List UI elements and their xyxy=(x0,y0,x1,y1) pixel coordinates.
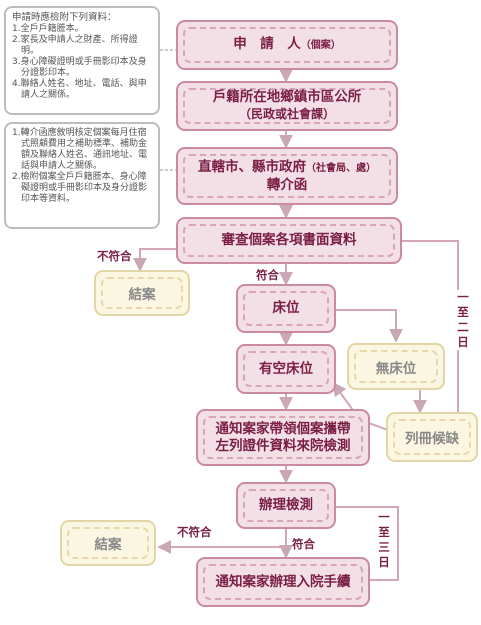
required-documents-note: 申請時應檢附下列資料： 1.全戶戶籍謄本。 2.家長及申請人之財產、所得證明。 … xyxy=(4,6,160,115)
step-applicant-sub: （個案） xyxy=(300,40,341,51)
label-not-qualified-1: 不符合 xyxy=(97,249,132,263)
step-review-documents: 審查個案各項書面資料 xyxy=(176,217,402,264)
outcome-no-bed-label: 無床位 xyxy=(354,350,438,383)
label-not-qualified-2: 不符合 xyxy=(177,525,212,539)
period-text: 一至二日 xyxy=(457,290,469,349)
period-text: 一至三日 xyxy=(378,510,390,569)
step-bed-label: 床位 xyxy=(243,291,329,326)
step-city-government-sub: （社會局、處） xyxy=(306,162,376,174)
outcome-close-case-2: 結案 xyxy=(60,520,156,566)
step-district-office-label: 戶籍所在地鄉鎮市區公所 xyxy=(212,89,362,105)
step-bed-available: 有空床位 xyxy=(236,344,336,394)
outcome-close-case-1-label: 結案 xyxy=(101,277,183,309)
label-one-to-two-days: 一至二日 xyxy=(456,290,470,350)
step-applicant-label: 申 請 人 xyxy=(233,36,301,52)
label-qualified-2: 符合 xyxy=(292,537,315,551)
step-city-government-line2: 轉介函 xyxy=(266,176,308,193)
note-item: 2.家長及申請人之財產、所得證明。 xyxy=(12,35,138,56)
outcome-no-bed: 無床位 xyxy=(347,343,445,390)
step-notify-admission-label: 通知案家辦理入院手續 xyxy=(203,564,363,600)
note-item: 1.全戶戶籍謄本。 xyxy=(12,24,84,34)
note-item: 1.轉介函應敘明核定個案每月住宿式照顧費用之補助標準、補助金額及聯絡人姓名、通訊… xyxy=(12,128,148,171)
step-assessment-label: 辦理檢測 xyxy=(243,489,329,522)
outcome-close-case-2-label: 結案 xyxy=(67,527,149,559)
step-review-documents-label: 審查個案各項書面資料 xyxy=(183,224,395,257)
note-item: 3.身心障礙證明或手冊影印本及身分證影印本。 xyxy=(12,57,147,78)
step-city-government-label: 直轄市、縣市政府 xyxy=(198,158,306,175)
step-bed: 床位 xyxy=(236,284,336,333)
step-notify-visit-line1: 通知案家帶領個案攜帶 xyxy=(215,420,351,437)
step-bed-available-label: 有空床位 xyxy=(243,351,329,387)
note-title: 申請時應檢附下列資料： xyxy=(12,12,117,23)
outcome-waitlist-label: 列冊候缺 xyxy=(393,419,471,455)
step-notify-visit-line2: 左列證件資料來院檢測 xyxy=(215,437,351,454)
outcome-close-case-1: 結案 xyxy=(94,270,190,316)
label-one-to-three-days: 一至三日 xyxy=(377,510,391,570)
step-notify-admission: 通知案家辦理入院手續 xyxy=(196,557,370,607)
step-district-office-sub: （民政或社會課） xyxy=(238,107,335,121)
label-qualified-1: 符合 xyxy=(256,268,279,282)
referral-letter-note: 1.轉介函應敘明核定個案每月住宿式照顧費用之補助標準、補助金額及聯絡人姓名、通訊… xyxy=(4,122,160,229)
step-city-government: 直轄市、縣市政府（社會局、處） 轉介函 xyxy=(176,147,398,205)
note-item: 4.聯絡人姓名、地址、電話、與申請人之關係。 xyxy=(12,79,147,100)
step-applicant: 申 請 人（個案） xyxy=(176,20,398,70)
note-item: 2.檢附個案全戶戶籍謄本、身心障礙證明或手冊影印本及身分證影印本等資料。 xyxy=(12,172,148,204)
step-assessment: 辦理檢測 xyxy=(236,482,336,529)
step-district-office: 戶籍所在地鄉鎮市區公所 （民政或社會課） xyxy=(176,81,398,131)
outcome-waitlist: 列冊候缺 xyxy=(386,412,478,462)
step-notify-visit: 通知案家帶領個案攜帶 左列證件資料來院檢測 xyxy=(196,409,370,466)
